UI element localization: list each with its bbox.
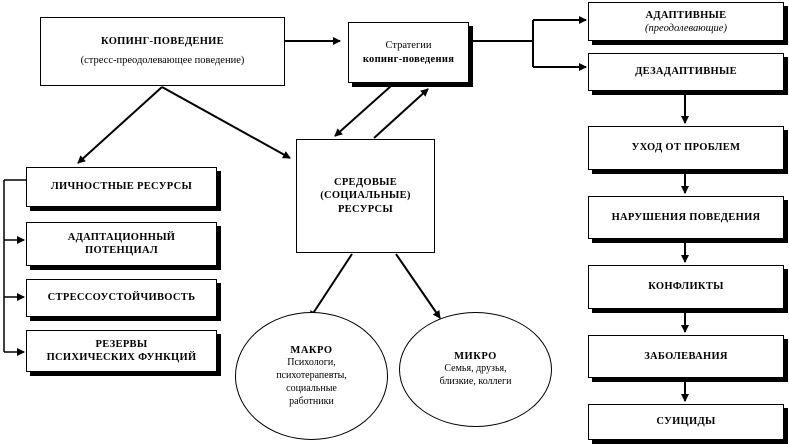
macro-line2: психотерапевты, — [276, 369, 347, 381]
environment-line1: СРЕДОВЫЕ — [333, 177, 398, 189]
arrow-environment-to-micro — [395, 253, 441, 319]
macro-title: МАКРО — [290, 344, 333, 356]
environment-line2: (СОЦИАЛЬНЫЕ) — [320, 190, 411, 202]
coping-behavior-box: КОПИНГ-ПОВЕДЕНИЕ (стресс-преодолевающее … — [40, 17, 285, 86]
maladaptive-box: ДЕЗАДАПТИВНЫЕ — [588, 53, 784, 91]
macro-line3: социальные — [286, 382, 337, 394]
consequence-label: УХОД ОТ ПРОБЛЕМ — [631, 142, 741, 154]
consequence-box-avoidance: УХОД ОТ ПРОБЛЕМ — [588, 126, 784, 170]
adaptive-subtitle: (преодолевающие) — [645, 22, 727, 34]
personal-resources-box: ЛИЧНОСТНЫЕ РЕСУРСЫ — [26, 167, 217, 207]
adaptation-potential-box: АДАПТАЦИОННЫЙ ПОТЕНЦИАЛ — [26, 222, 217, 266]
mental-reserves-line1: РЕЗЕРВЫ — [95, 338, 148, 350]
consequence-box-conflicts: КОНФЛИКТЫ — [588, 265, 784, 309]
micro-ellipse: МИКРО Семья, друзья, близкие, коллеги — [399, 312, 552, 427]
adaptation-potential-line1: АДАПТАЦИОННЫЙ — [67, 231, 176, 243]
arrow-environment-to-strategies — [373, 88, 429, 139]
macro-ellipse: МАКРО Психологи, психотерапевты, социаль… — [235, 312, 388, 440]
arrow-coping-to-personal — [77, 86, 163, 164]
coping-subtitle: (стресс-преодолевающее поведение) — [80, 55, 245, 67]
stress-resistance-label: СТРЕССОУСТОЙЧИВОСТЬ — [47, 292, 196, 304]
environmental-resources-box: СРЕДОВЫЕ (СОЦИАЛЬНЫЕ) РЕСУРСЫ — [296, 139, 435, 253]
strategies-line2: копинг-поведения — [362, 53, 455, 65]
consequence-label: СУИЦИДЫ — [656, 416, 716, 428]
adaptive-box: АДАПТИВНЫЕ (преодолевающие) — [588, 2, 784, 41]
coping-strategies-box: Стратегии копинг-поведения — [348, 22, 469, 83]
adaptive-title: АДАПТИВНЫЕ — [645, 10, 727, 22]
consequence-label: КОНФЛИКТЫ — [648, 281, 724, 293]
arrow-coping-to-environment — [161, 86, 291, 159]
consequence-label: ЗАБОЛЕВАНИЯ — [644, 350, 728, 362]
adaptation-potential-line2: ПОТЕНЦИАЛ — [85, 245, 158, 256]
maladaptive-title: ДЕЗАДАПТИВНЫЕ — [635, 66, 737, 78]
micro-line1: Семья, друзья, — [444, 363, 507, 374]
coping-title: КОПИНГ-ПОВЕДЕНИЕ — [101, 36, 224, 48]
consequence-label: НАРУШЕНИЯ ПОВЕДЕНИЯ — [611, 211, 761, 223]
consequence-box-behavior-disorders: НАРУШЕНИЯ ПОВЕДЕНИЯ — [588, 196, 784, 239]
macro-line4: работники — [289, 395, 334, 407]
mental-reserves-line2: ПСИХИЧЕСКИХ ФУНКЦИЙ — [46, 352, 197, 363]
macro-line1: Психологи, — [287, 356, 336, 368]
environment-line3: РЕСУРСЫ — [337, 203, 394, 215]
mental-reserves-box: РЕЗЕРВЫ ПСИХИЧЕСКИХ ФУНКЦИЙ — [26, 330, 217, 372]
stress-resistance-box: СТРЕССОУСТОЙЧИВОСТЬ — [26, 279, 217, 317]
arrow-environment-to-macro — [309, 253, 353, 319]
consequence-box-suicides: СУИЦИДЫ — [588, 404, 784, 440]
strategies-line1: Стратегии — [385, 40, 432, 52]
personal-resources-title: ЛИЧНОСТНЫЕ РЕСУРСЫ — [50, 181, 193, 193]
micro-title: МИКРО — [454, 351, 497, 362]
micro-line2: близкие, коллеги — [439, 376, 512, 387]
arrow-strategies-to-environment — [334, 85, 392, 137]
consequence-box-diseases: ЗАБОЛЕВАНИЯ — [588, 335, 784, 378]
